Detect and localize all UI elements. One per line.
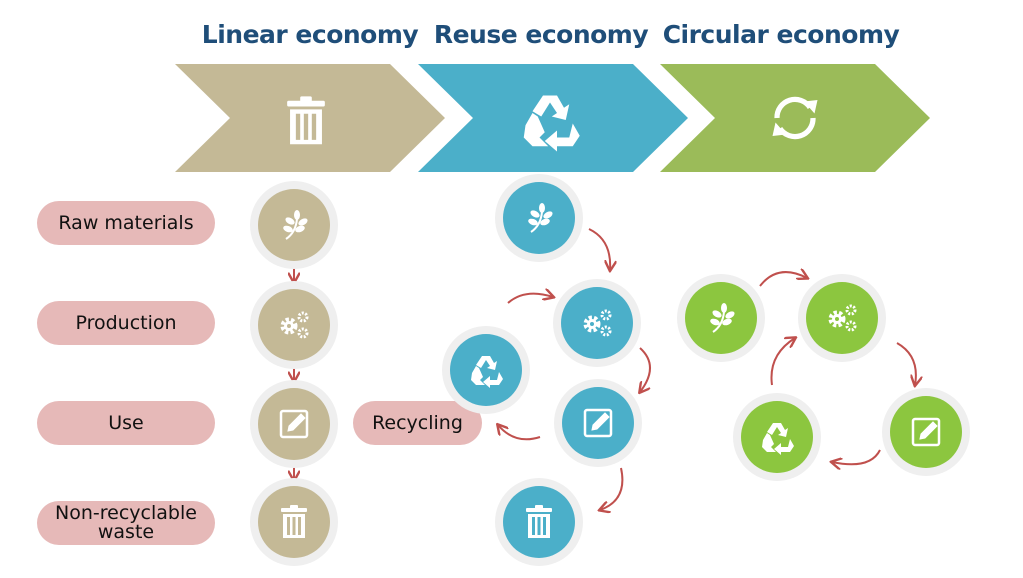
gears-icon	[577, 303, 617, 343]
linear-production-node	[250, 281, 338, 369]
circular-chevron	[660, 64, 930, 172]
circular-production-node	[798, 274, 886, 362]
linear-raw-materials-node	[250, 181, 338, 269]
stage-use: Use	[37, 401, 215, 445]
arrow	[770, 338, 795, 386]
edit-icon	[578, 403, 618, 443]
circular-use-node	[882, 388, 970, 476]
reuse-waste-node	[495, 478, 583, 566]
arrow	[832, 449, 881, 464]
reuse-recycling-node	[442, 326, 530, 414]
circular-economy-title: Circular economy	[662, 20, 900, 49]
reuse-raw-materials-node	[495, 174, 583, 262]
linear-waste-node	[250, 478, 338, 566]
waste-line-1: Non-recyclable	[55, 502, 197, 524]
reuse-economy-title: Reuse economy	[433, 20, 649, 49]
trash-icon	[274, 502, 314, 542]
waste-line-2: waste	[97, 521, 155, 543]
linear-use-node	[250, 380, 338, 468]
recycle-icon	[466, 350, 506, 390]
edit-icon	[274, 404, 314, 444]
gears-icon	[822, 298, 862, 338]
arrow	[640, 347, 651, 392]
circular-recycling-node	[733, 393, 821, 481]
trash-icon	[519, 502, 559, 542]
reuse-use-node	[554, 379, 642, 467]
arrow	[498, 425, 541, 441]
arrow	[600, 467, 624, 510]
edit-icon	[906, 412, 946, 452]
flow-arrows	[294, 228, 916, 510]
leaf-icon	[274, 205, 314, 245]
linear-economy-title: Linear economy	[201, 20, 419, 49]
reuse-production-node	[553, 279, 641, 367]
gears-icon	[274, 305, 314, 345]
stage-production: Production	[37, 301, 215, 345]
leaf-icon	[701, 298, 741, 338]
arrow	[896, 342, 916, 385]
arrow	[507, 294, 553, 304]
circular-raw-materials-node	[677, 274, 765, 362]
reuse-chevron	[418, 64, 688, 172]
arrow	[588, 228, 610, 270]
stage-non-recyclable-waste: Non-recyclable waste	[37, 501, 215, 545]
leaf-icon	[519, 198, 559, 238]
arrow	[759, 272, 807, 287]
stage-recycling: Recycling	[353, 401, 482, 445]
recycle-icon	[757, 417, 797, 457]
stage-raw-materials: Raw materials	[37, 201, 215, 245]
